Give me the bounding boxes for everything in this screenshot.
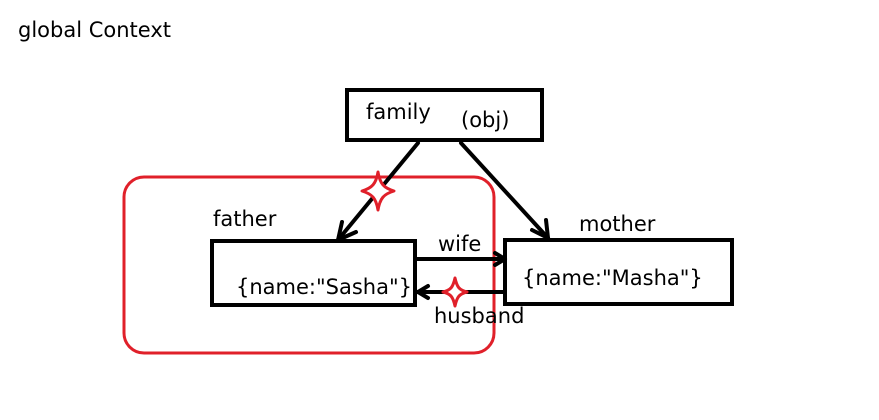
wife-arrow	[414, 251, 507, 267]
family-box	[345, 88, 544, 142]
father-label: father	[213, 207, 277, 231]
family-label: family	[366, 100, 431, 124]
diagram-title: global Context	[18, 18, 171, 42]
wife-edge-label: wife	[438, 232, 482, 256]
father-value: {name:"Sasha"}	[236, 275, 412, 299]
husband-edge-label: husband	[434, 304, 525, 328]
family-annotation: (obj)	[461, 108, 510, 132]
red-star-marker-top	[360, 170, 396, 212]
mother-box	[503, 238, 734, 306]
mother-value: {name:"Masha"}	[522, 266, 703, 290]
father-box	[210, 239, 417, 307]
family-to-mother-arrow	[459, 141, 550, 240]
mother-label: mother	[579, 212, 656, 236]
red-star-marker-bottom	[441, 276, 469, 308]
